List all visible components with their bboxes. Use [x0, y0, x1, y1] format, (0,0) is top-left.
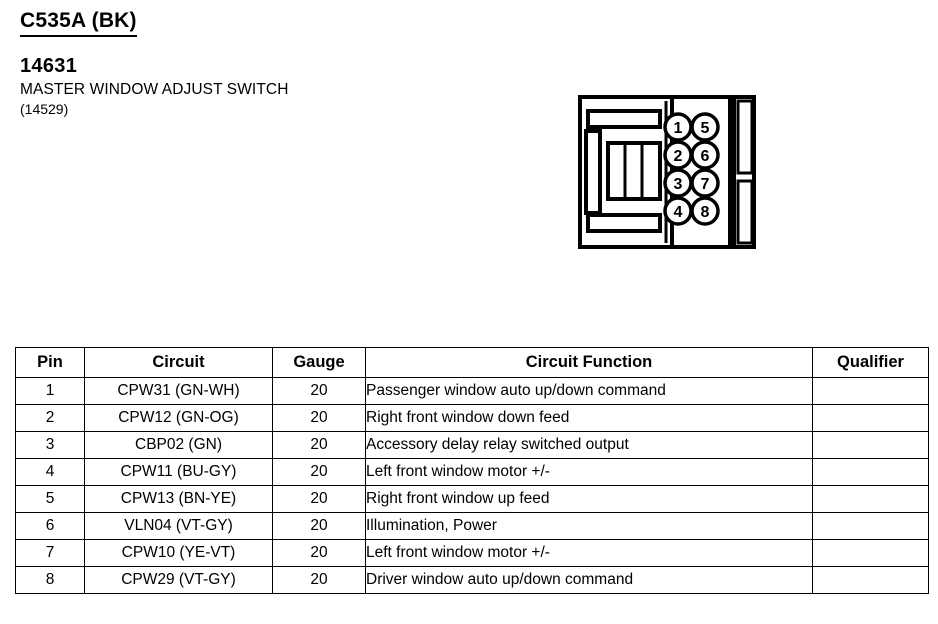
part-number: 14631	[20, 55, 78, 77]
cell-pin: 2	[15, 404, 85, 432]
cell-gauge: 20	[272, 485, 366, 513]
cell-circuit: CBP02 (GN)	[84, 431, 273, 459]
table-row: 1 CPW31 (GN-WH) 20 Passenger window auto…	[15, 377, 929, 405]
cell-function: Illumination, Power	[365, 512, 813, 540]
column-header-circuit: Circuit	[84, 347, 273, 378]
cell-qualifier	[812, 377, 929, 405]
cell-circuit: CPW31 (GN-WH)	[84, 377, 273, 405]
cell-pin: 5	[15, 485, 85, 513]
pin-number-4: 4	[674, 204, 683, 221]
cell-circuit: CPW13 (BN-YE)	[84, 485, 273, 513]
table-header-row: Pin Circuit Gauge Circuit Function Quali…	[15, 347, 929, 378]
part-alt-number: (14529)	[20, 101, 69, 117]
cell-gauge: 20	[272, 512, 366, 540]
pin-number-7: 7	[701, 176, 710, 193]
table-row: 6 VLN04 (VT-GY) 20 Illumination, Power	[15, 512, 929, 540]
cell-function: Left front window motor +/-	[365, 539, 813, 567]
pin-number-8: 8	[701, 204, 710, 221]
column-header-qualifier: Qualifier	[812, 347, 929, 378]
cell-pin: 4	[15, 458, 85, 486]
column-header-pin: Pin	[15, 347, 85, 378]
pin-number-6: 6	[701, 148, 710, 165]
cell-qualifier	[812, 539, 929, 567]
cell-gauge: 20	[272, 458, 366, 486]
cell-qualifier	[812, 512, 929, 540]
pin-number-3: 3	[674, 176, 683, 193]
cell-circuit: CPW29 (VT-GY)	[84, 566, 273, 594]
cell-qualifier	[812, 566, 929, 594]
pin-cavities	[663, 112, 720, 226]
cell-pin: 1	[15, 377, 85, 405]
pin-cavity-numbers: 1 2 3 4 5 6 7 8	[674, 120, 710, 221]
pin-number-1: 1	[674, 120, 683, 137]
connector-header-block: C535A (BK) 14631 MASTER WINDOW ADJUST SW…	[20, 8, 540, 118]
pin-cavity-6	[690, 140, 720, 170]
pin-number-2: 2	[674, 148, 683, 165]
pin-table-container: Pin Circuit Gauge Circuit Function Quali…	[15, 347, 929, 594]
cell-qualifier	[812, 404, 929, 432]
table-row: 2 CPW12 (GN-OG) 20 Right front window do…	[15, 404, 929, 432]
pin-number-5: 5	[701, 120, 710, 137]
cell-qualifier	[812, 458, 929, 486]
cell-pin: 8	[15, 566, 85, 594]
table-row: 4 CPW11 (BU-GY) 20 Left front window mot…	[15, 458, 929, 486]
cell-circuit: CPW12 (GN-OG)	[84, 404, 273, 432]
cell-pin: 7	[15, 539, 85, 567]
connector-illustration: 1 2 3 4 5 6 7 8	[578, 95, 756, 250]
table-row: 7 CPW10 (YE-VT) 20 Left front window mot…	[15, 539, 929, 567]
pin-cavity-5	[690, 112, 720, 142]
pin-table: Pin Circuit Gauge Circuit Function Quali…	[15, 347, 929, 594]
cell-function: Driver window auto up/down command	[365, 566, 813, 594]
cell-function: Left front window motor +/-	[365, 458, 813, 486]
cell-circuit: VLN04 (VT-GY)	[84, 512, 273, 540]
cell-gauge: 20	[272, 539, 366, 567]
part-description: MASTER WINDOW ADJUST SWITCH	[20, 81, 289, 98]
pin-cavity-8	[690, 196, 720, 226]
cell-gauge: 20	[272, 377, 366, 405]
cell-gauge: 20	[272, 431, 366, 459]
column-header-gauge: Gauge	[272, 347, 366, 378]
cell-gauge: 20	[272, 404, 366, 432]
cell-gauge: 20	[272, 566, 366, 594]
cell-qualifier	[812, 431, 929, 459]
cell-qualifier	[812, 485, 929, 513]
cell-pin: 6	[15, 512, 85, 540]
cell-circuit: CPW10 (YE-VT)	[84, 539, 273, 567]
pin-cavity-7	[690, 168, 720, 198]
cell-function: Passenger window auto up/down command	[365, 377, 813, 405]
table-row: 3 CBP02 (GN) 20 Accessory delay relay sw…	[15, 431, 929, 459]
pin-table-body: 1 CPW31 (GN-WH) 20 Passenger window auto…	[15, 377, 929, 594]
cell-function: Accessory delay relay switched output	[365, 431, 813, 459]
cell-circuit: CPW11 (BU-GY)	[84, 458, 273, 486]
table-row: 8 CPW29 (VT-GY) 20 Driver window auto up…	[15, 566, 929, 594]
connector-title: C535A (BK)	[20, 8, 137, 37]
cell-function: Right front window up feed	[365, 485, 813, 513]
cell-pin: 3	[15, 431, 85, 459]
column-header-function: Circuit Function	[365, 347, 813, 378]
table-row: 5 CPW13 (BN-YE) 20 Right front window up…	[15, 485, 929, 513]
cell-function: Right front window down feed	[365, 404, 813, 432]
